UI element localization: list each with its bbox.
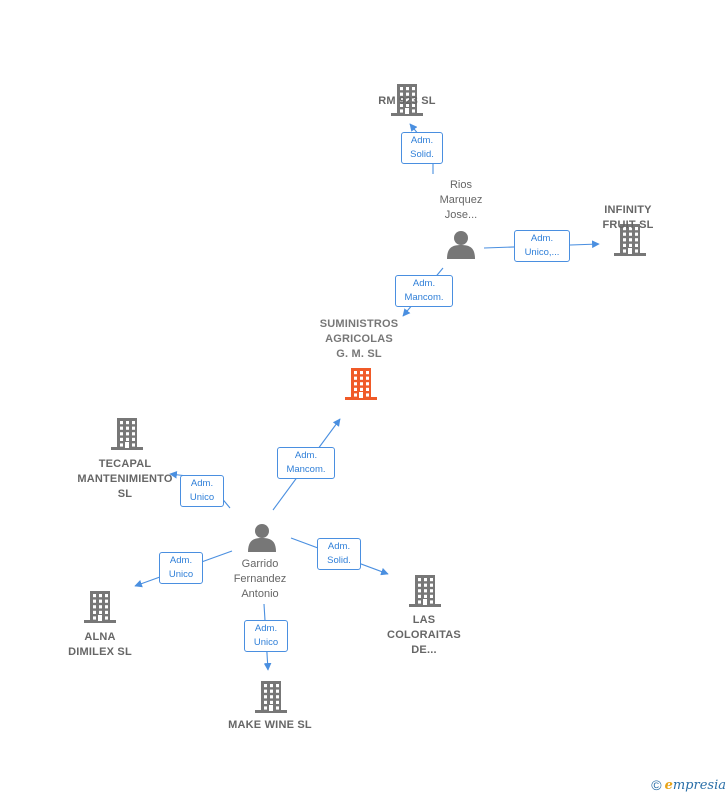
copyright-icon: © [651,777,662,793]
building-icon[interactable] [614,224,646,256]
building-icon[interactable] [409,575,441,607]
building-icon[interactable] [391,84,423,116]
empresia-logo: empresia [664,777,726,793]
edge-label[interactable]: Adm. Unico [159,552,203,584]
building-icon[interactable] [255,681,287,713]
node-label-rios[interactable]: Rios Marquez Jose... [439,179,483,221]
edge-label[interactable]: Adm. Unico,... [514,230,570,262]
edge-label[interactable]: Adm. Mancom. [395,275,453,307]
edge-label[interactable]: Adm. Solid. [401,132,443,164]
edge-label[interactable]: Adm. Unico [180,475,224,507]
node-label-infinity[interactable]: INFINITY FRUIT SL [602,204,654,231]
node-label-makewine[interactable]: MAKE WINE SL [228,719,312,731]
edge-label[interactable]: Adm. Solid. [317,538,361,570]
node-label-coloraitas[interactable]: LAS COLORAITAS DE... [387,614,461,656]
building-icon[interactable] [345,368,377,400]
node-label-tecapal[interactable]: TECAPAL MANTENIMIENTO SL [77,458,173,500]
building-icon[interactable] [84,591,116,623]
node-label-rm923[interactable]: RM 923 SL [378,95,436,107]
node-label-garrido[interactable]: Garrido Fernandez Antonio [233,558,287,600]
footer-brand[interactable]: © empresia [651,777,726,793]
person-icon[interactable] [248,524,276,552]
edge-label[interactable]: Adm. Mancom. [277,447,335,479]
person-icon[interactable] [447,231,475,259]
node-label-suministros[interactable]: SUMINISTROS AGRICOLAS G. M. SL [319,318,399,360]
building-icon[interactable] [111,418,143,450]
node-label-alna[interactable]: ALNA DIMILEX SL [68,631,132,658]
edge-label[interactable]: Adm. Unico [244,620,288,652]
